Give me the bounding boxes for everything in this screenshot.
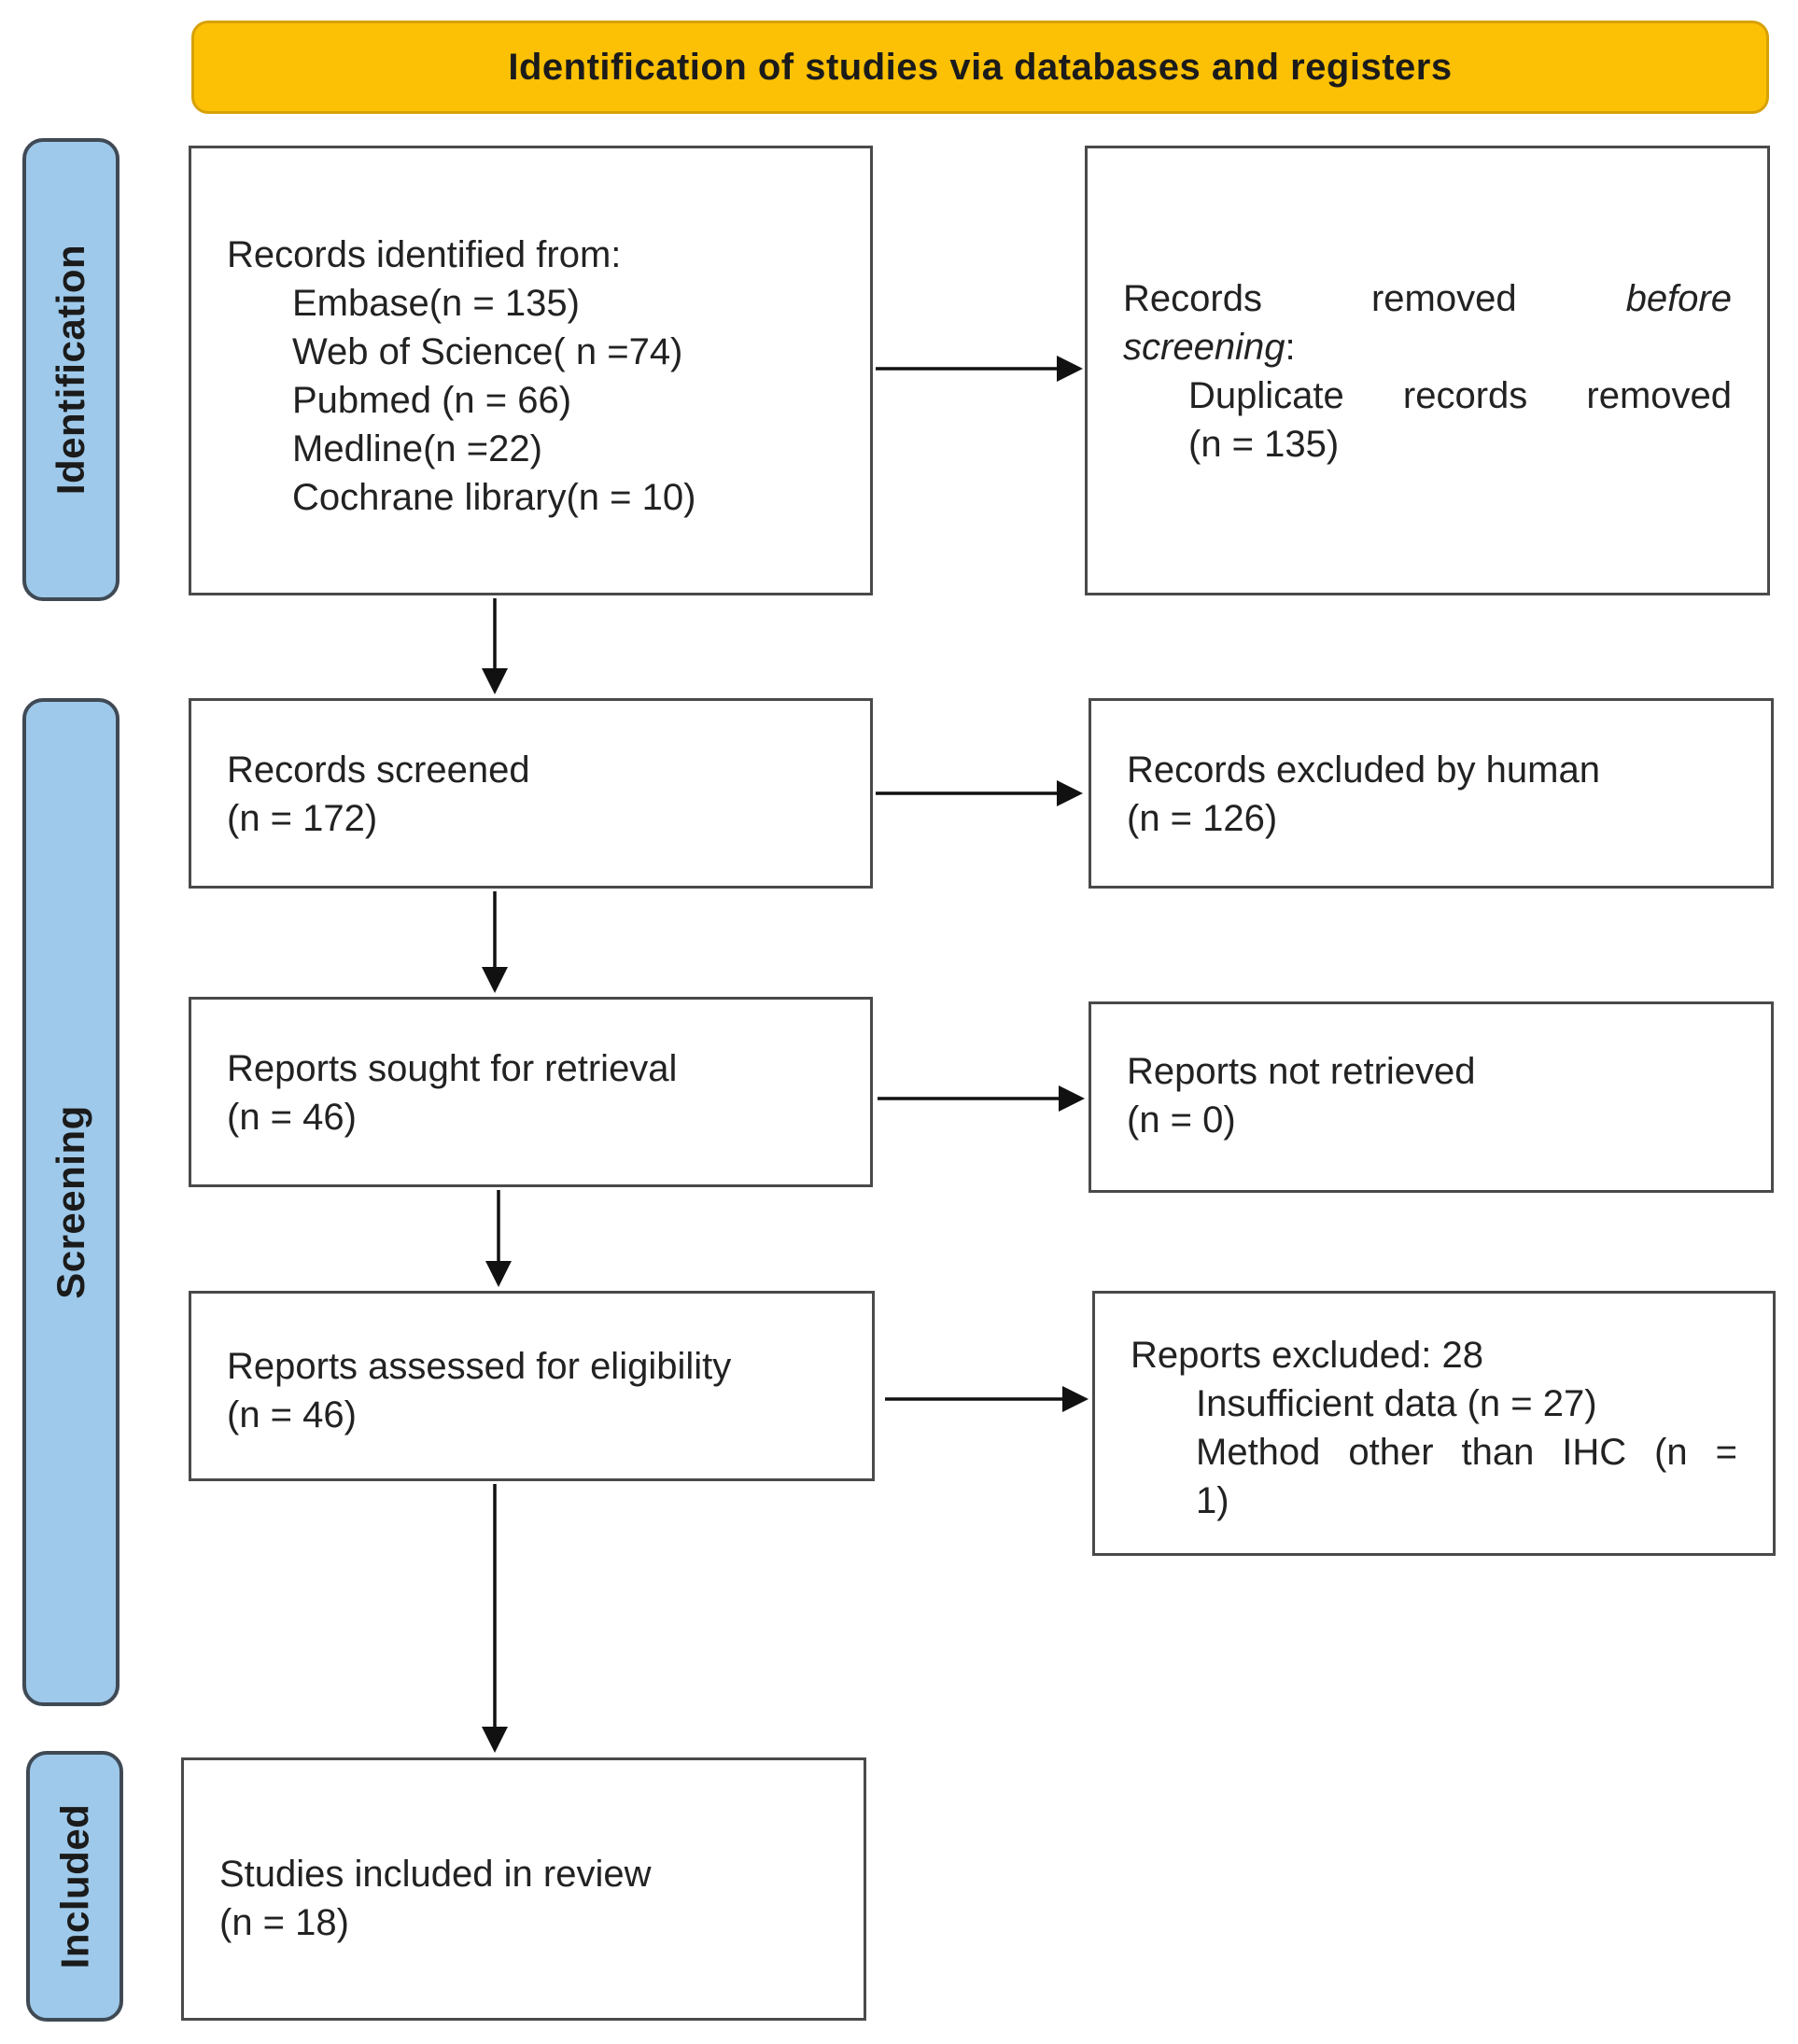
reports-excluded-reason-method-end: 1): [1196, 1480, 1229, 1521]
phase-included: Included: [26, 1751, 123, 2022]
records-excluded-count: (n = 126): [1127, 798, 1278, 839]
reports-sought-title: Reports sought for retrieval: [227, 1048, 678, 1089]
duplicate-records-line: Duplicate records removed: [1188, 375, 1732, 416]
arrowhead-screened-to-sought: [482, 967, 508, 993]
reports-assessed-box: Reports assessed for eligibility (n = 46…: [189, 1291, 875, 1481]
arrowhead-identified-to-removed: [1057, 356, 1083, 382]
removed-line2: screening:: [1123, 327, 1296, 368]
arrowhead-sought-to-assessed: [485, 1261, 512, 1287]
reports-excluded-reason-method: Method other than IHC (n =: [1196, 1432, 1737, 1473]
studies-included-title: Studies included in review: [219, 1854, 652, 1895]
records-identified-title: Records identified from:: [227, 234, 622, 275]
reports-sought-count: (n = 46): [227, 1097, 357, 1138]
arrowhead-sought-to-not-retrieved: [1059, 1085, 1085, 1112]
header-title: Identification of studies via databases …: [508, 46, 1453, 88]
removed-line1: Records removed before: [1123, 278, 1732, 319]
records-screened-title: Records screened: [227, 749, 530, 791]
records-screened-box: Records screened (n = 172): [189, 698, 873, 889]
source-embase: Embase(n = 135): [292, 283, 580, 324]
reports-excluded-title: Reports excluded: 28: [1131, 1335, 1484, 1376]
reports-assessed-title: Reports assessed for eligibility: [227, 1346, 732, 1387]
source-web-of-science: Web of Science( n =74): [292, 331, 683, 372]
reports-sought-box: Reports sought for retrieval (n = 46): [189, 997, 873, 1187]
header-banner: Identification of studies via databases …: [191, 21, 1769, 114]
studies-included-box: Studies included in review (n = 18): [181, 1757, 866, 2021]
phase-identification: Identification: [22, 138, 119, 601]
arrowhead-assessed-to-excluded: [1062, 1386, 1089, 1412]
source-pubmed: Pubmed (n = 66): [292, 380, 572, 421]
records-excluded-box: Records excluded by human (n = 126): [1089, 698, 1774, 889]
reports-not-retrieved-count: (n = 0): [1127, 1099, 1236, 1141]
records-excluded-title: Records excluded by human: [1127, 749, 1600, 791]
reports-assessed-count: (n = 46): [227, 1394, 357, 1435]
arrowhead-assessed-to-included: [482, 1727, 508, 1753]
source-cochrane: Cochrane library(n = 10): [292, 477, 696, 518]
source-medline: Medline(n =22): [292, 428, 542, 469]
reports-excluded-box: Reports excluded: 28 Insufficient data (…: [1092, 1291, 1776, 1556]
duplicate-records-count: (n = 135): [1188, 424, 1340, 465]
records-removed-box: Records removed before screening: Duplic…: [1085, 146, 1770, 595]
studies-included-count: (n = 18): [219, 1902, 349, 1943]
reports-not-retrieved-box: Reports not retrieved (n = 0): [1089, 1001, 1774, 1193]
records-screened-count: (n = 172): [227, 798, 378, 839]
reports-excluded-reason-insufficient: Insufficient data (n = 27): [1196, 1383, 1597, 1424]
reports-not-retrieved-title: Reports not retrieved: [1127, 1051, 1476, 1092]
records-identified-box: Records identified from: Embase(n = 135)…: [189, 146, 873, 595]
arrowhead-identified-to-screened: [482, 668, 508, 694]
phase-screening: Screening: [22, 698, 119, 1706]
arrowhead-screened-to-excluded: [1057, 780, 1083, 806]
